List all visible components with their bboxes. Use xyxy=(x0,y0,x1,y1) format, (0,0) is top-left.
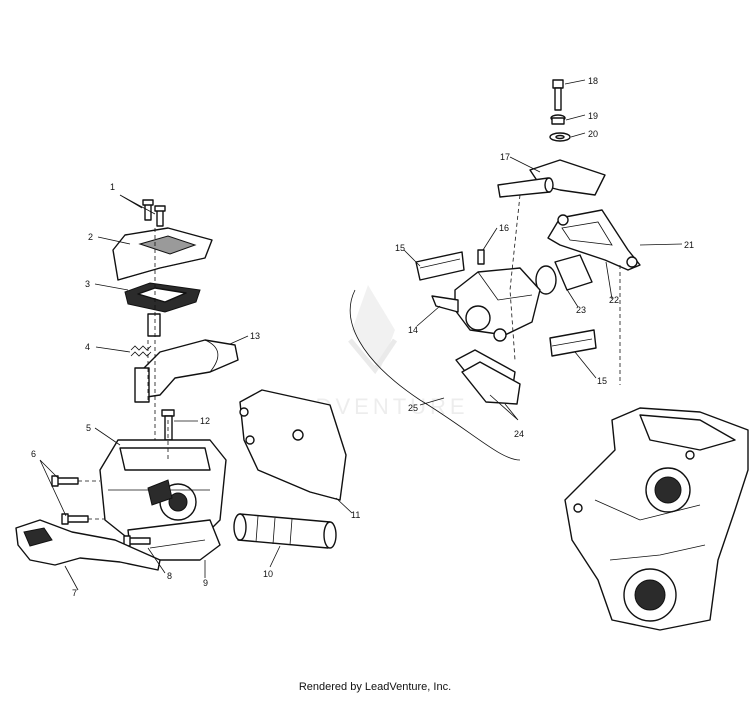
bushing-part-23 xyxy=(535,254,593,295)
callout-20: 20 xyxy=(588,129,598,139)
caliper-part-14 xyxy=(431,267,541,342)
engine-housing-casting xyxy=(564,407,749,631)
brake-pads-part-24 xyxy=(455,349,521,405)
assembly-boundary xyxy=(349,289,521,461)
screw-part-6 xyxy=(51,475,89,525)
callout-15: 15 xyxy=(395,243,405,253)
cover-plate-part-11 xyxy=(239,389,347,501)
callout-23: 23 xyxy=(576,305,586,315)
callout-14: 14 xyxy=(408,325,418,335)
bracket-part-21 xyxy=(547,209,641,271)
washer-part-19 xyxy=(550,114,566,125)
callout-4: 4 xyxy=(85,342,90,352)
footer-credit: Rendered by LeadVenture, Inc. xyxy=(298,681,452,693)
screw-part-1 xyxy=(142,199,166,227)
screw-part-16 xyxy=(477,249,485,265)
callout-24: 24 xyxy=(514,429,524,439)
callout-labels: 1 2 3 4 5 6 7 8 9 10 11 12 13 14 15 15 1… xyxy=(31,76,694,598)
callout-5: 5 xyxy=(86,423,91,433)
callout-12: 12 xyxy=(200,416,210,426)
callout-2: 2 xyxy=(88,232,93,242)
callout-7: 7 xyxy=(72,588,77,598)
bolt-part-18 xyxy=(552,79,564,111)
callout-11: 11 xyxy=(351,510,360,520)
callout-13: 13 xyxy=(250,331,260,341)
throttle-tube-part-10 xyxy=(233,513,337,549)
pad-part-15-upper xyxy=(415,251,465,281)
gasket-part-3 xyxy=(124,282,201,313)
washer-part-20 xyxy=(549,132,571,142)
callout-3: 3 xyxy=(85,279,90,289)
callout-6: 6 xyxy=(31,449,36,459)
callout-9: 9 xyxy=(203,578,208,588)
housing-part-5 xyxy=(99,439,227,541)
callout-15-lower: 15 xyxy=(597,376,607,386)
screw-part-8 xyxy=(123,535,151,547)
callout-10: 10 xyxy=(263,569,273,579)
callout-1: 1 xyxy=(110,182,115,192)
callout-21: 21 xyxy=(684,240,694,250)
callout-25: 25 xyxy=(408,403,418,413)
brake-lever-part-7 xyxy=(15,519,161,571)
throttle-lever-part-13 xyxy=(134,339,239,403)
callout-8: 8 xyxy=(167,571,172,581)
pad-part-15-lower xyxy=(549,329,597,357)
callout-18: 18 xyxy=(588,76,598,86)
pin xyxy=(147,313,161,337)
callout-22: 22 xyxy=(609,295,619,305)
cover-part-2 xyxy=(112,227,213,281)
leader-lines xyxy=(39,79,683,591)
callout-19: 19 xyxy=(588,111,598,121)
bracket-part-17 xyxy=(497,159,606,198)
callout-17: 17 xyxy=(500,152,510,162)
guide-line-left xyxy=(78,228,169,520)
guide-line-center xyxy=(509,194,521,361)
callout-16: 16 xyxy=(499,223,509,233)
